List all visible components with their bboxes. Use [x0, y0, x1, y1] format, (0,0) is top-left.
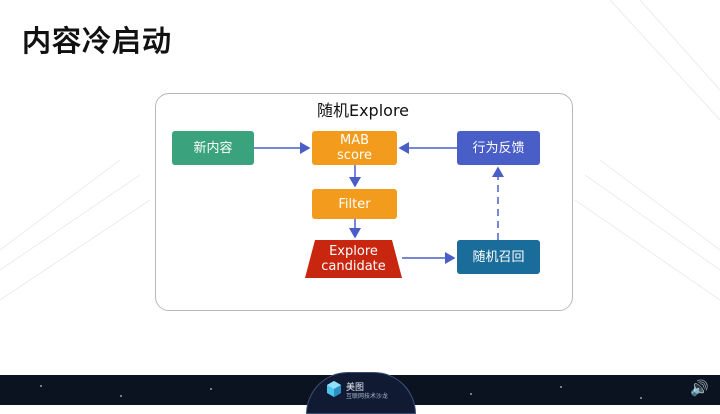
node-new-content-label: 新内容 [193, 140, 233, 156]
node-filter: Filter [312, 189, 397, 219]
star-decoration [470, 393, 472, 395]
node-feedback-label: 行为反馈 [472, 140, 525, 156]
node-explore-candidate: Explore candidate [305, 240, 402, 278]
node-explore-candidate-label: Explore candidate [321, 244, 386, 274]
background-decoration [0, 0, 720, 301]
cube-icon [327, 381, 341, 397]
node-feedback: 行为反馈 [457, 131, 540, 165]
trapezoid-shape [305, 240, 402, 278]
node-random-recall-label: 随机召回 [472, 249, 525, 265]
slide-title: 内容冷启动 [22, 24, 173, 58]
node-random-recall: 随机召回 [457, 240, 540, 274]
node-mab-score-label: MAB score [337, 133, 372, 163]
star-decoration [560, 386, 562, 388]
logo-text-main: 美图 [346, 383, 365, 393]
node-new-content: 新内容 [172, 131, 254, 165]
frame-title: 随机Explore [316, 101, 410, 120]
logo-text-sub: 互联网技术沙龙 [346, 393, 389, 400]
node-filter-label: Filter [338, 196, 371, 212]
star-decoration [120, 395, 122, 397]
star-decoration [210, 388, 212, 390]
node-mab-score: MAB score [312, 131, 397, 165]
star-decoration [640, 397, 642, 399]
star-decoration [40, 385, 42, 387]
speaker-icon[interactable]: 🔊 [690, 379, 709, 397]
